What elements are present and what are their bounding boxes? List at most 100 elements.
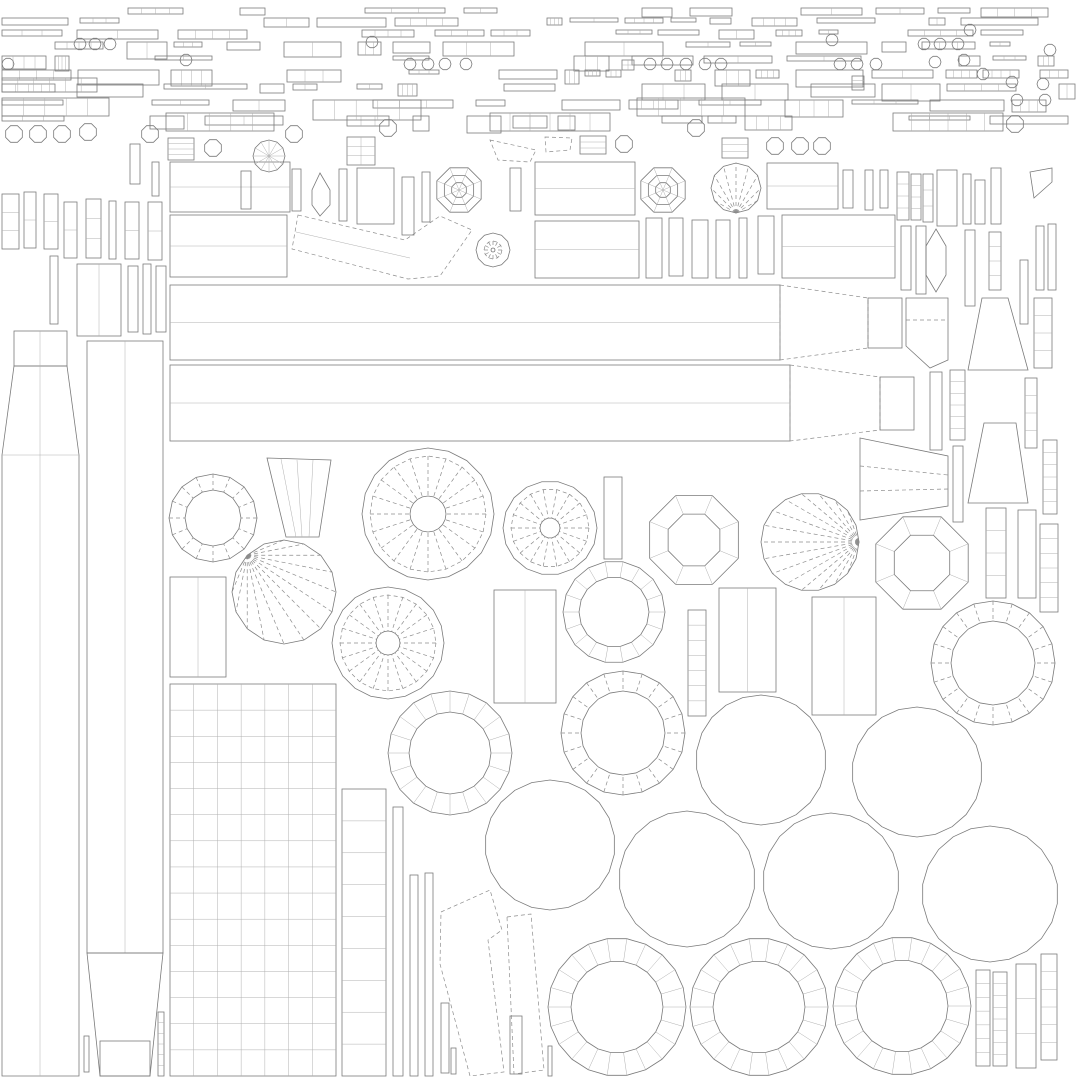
uv-disc-island <box>485 779 615 911</box>
uv-ring-seam <box>223 543 231 559</box>
uv-wheel-spoke <box>442 524 476 549</box>
uv-ring-seam <box>172 500 188 508</box>
uv-wheel-hub <box>539 517 561 539</box>
uv-octagon-inner <box>667 513 721 567</box>
uv-fan-seam <box>785 541 860 585</box>
uv-small-disc <box>660 57 674 71</box>
uv-fan-island <box>231 539 337 645</box>
uv-ring-seam <box>619 646 624 663</box>
uv-ring-seam <box>946 1018 969 1026</box>
uv-ring-seam <box>656 696 674 709</box>
uv-web-spoke <box>653 167 664 191</box>
uv-ring-inner <box>578 577 650 647</box>
uv-ring-seam <box>920 1047 931 1069</box>
uv-wheel-hub <box>375 630 401 656</box>
uv-ring-seam <box>268 147 283 157</box>
uv-wheel-spoke <box>348 614 379 637</box>
uv-panel-island <box>312 99 422 121</box>
uv-ring-seam <box>843 968 864 982</box>
uv-seam-line <box>675 495 684 515</box>
uv-small-octagon <box>204 139 222 157</box>
uv-ring-seam <box>588 944 599 966</box>
uv-small-strip <box>434 29 485 37</box>
uv-small-strip <box>466 115 502 134</box>
uv-ring-seam <box>623 938 628 962</box>
uv-ring-seam <box>603 673 611 694</box>
uv-ring-seam <box>606 938 611 962</box>
uv-thin-strip <box>409 874 419 1077</box>
uv-ring-seam <box>765 938 770 962</box>
uv-disc-island <box>763 812 899 950</box>
uv-ring-seam <box>933 643 954 651</box>
uv-ring-seam <box>655 969 676 983</box>
uv-small-strip <box>960 17 1039 26</box>
uv-taper <box>789 364 881 442</box>
uv-ring-seam <box>238 528 254 536</box>
uv-wheel-spoke <box>494 245 501 250</box>
uv-small-strip <box>714 69 751 87</box>
uv-ring-seam <box>550 987 573 995</box>
uv-ring-seam <box>700 969 721 983</box>
uv-ring-seam <box>730 1048 741 1070</box>
uv-small-strip <box>79 17 120 24</box>
uv-small-octagon <box>285 125 303 143</box>
uv-web-spoke <box>662 189 673 213</box>
uv-disc-island <box>852 706 982 838</box>
uv-small-strip <box>316 17 387 28</box>
uv-ring-seam <box>635 1048 646 1070</box>
uv-wheel-spoke <box>409 531 423 570</box>
uv-wheel-spoke <box>542 489 549 519</box>
uv-seam-line <box>949 574 969 583</box>
uv-small-disc <box>833 57 847 71</box>
uv-wheel-hub <box>490 247 496 253</box>
uv-fan-seam <box>847 541 860 574</box>
uv-seam-line <box>308 459 314 538</box>
uv-vertical-strip <box>952 445 964 523</box>
uv-fan-seam <box>785 499 860 543</box>
uv-ring-inner <box>184 489 242 547</box>
uv-column-cap <box>99 1040 151 1077</box>
uv-small-disc <box>365 35 379 49</box>
uv-wheel-spoke <box>513 514 541 525</box>
uv-wheel-spoke <box>485 250 492 255</box>
uv-small-strip <box>372 99 454 109</box>
uv-small-grid <box>579 135 607 155</box>
uv-web-spoke <box>458 189 469 213</box>
uv-wheel-spoke <box>559 531 587 542</box>
uv-ring-seam <box>788 1041 805 1060</box>
uv-vertical-strip <box>962 173 972 225</box>
uv-small-strip <box>357 41 382 56</box>
uv-wheel-spoke <box>488 242 493 249</box>
uv-taper <box>779 284 869 361</box>
uv-ring-seam <box>647 682 660 700</box>
uv-small-disc <box>643 57 657 71</box>
uv-ring-seam <box>255 147 270 157</box>
uv-ring-seam <box>931 1040 948 1059</box>
uv-small-strip <box>573 55 610 72</box>
uv-fan-island <box>760 493 860 591</box>
uv-fan-seam <box>772 541 860 574</box>
uv-small-strip <box>908 115 971 121</box>
uv-ring-seam <box>181 486 194 499</box>
uv-seam-line <box>280 458 297 538</box>
uv-cap <box>879 376 915 431</box>
uv-seam-line <box>296 459 303 538</box>
uv-small-disc <box>1038 93 1052 107</box>
uv-vertical-strip <box>240 170 252 210</box>
uv-small-disc <box>679 57 693 71</box>
uv-ring-seam <box>558 1031 579 1045</box>
uv-seam-line <box>902 590 911 610</box>
uv-small-octagon <box>766 137 784 155</box>
uv-small-strip <box>76 83 144 98</box>
uv-ladder-strip <box>341 788 387 1077</box>
uv-small-disc <box>976 67 990 81</box>
uv-fan-seam <box>235 555 248 612</box>
uv-ring-inner <box>408 711 492 795</box>
uv-seam-line <box>875 574 895 583</box>
uv-small-disc <box>459 57 473 71</box>
uv-ring-seam <box>946 986 969 994</box>
uv-ring-seam <box>268 142 278 157</box>
uv-small-strip <box>615 29 653 35</box>
